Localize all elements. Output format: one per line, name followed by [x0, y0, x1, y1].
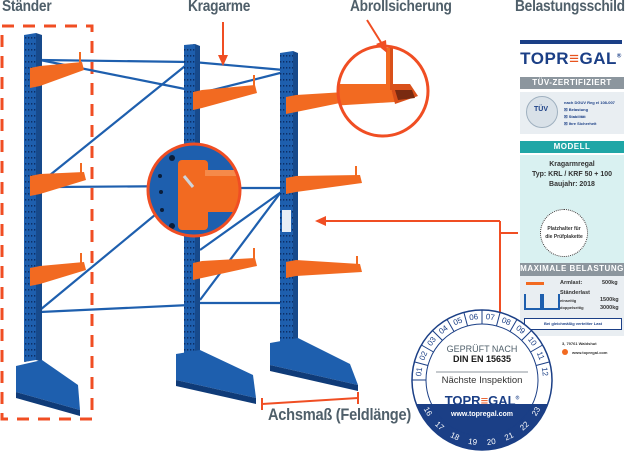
- label-staender: Ständer: [2, 0, 52, 15]
- tuv-line: ☒ Stabilität: [564, 114, 586, 119]
- disk-brand-logo: TOPR≡GAL®: [444, 393, 520, 408]
- disk-month-label: 02: [418, 349, 430, 361]
- tuv-line: nach DGUV Reg el 108-007: [564, 100, 615, 105]
- disk-month-label: 06: [469, 312, 480, 322]
- disk-month-label: 07: [485, 312, 496, 322]
- disk-year-label: 21: [503, 430, 515, 442]
- disk-month-label: 12: [540, 367, 550, 378]
- tuv-section: TÜV nach DGUV Reg el 108-007 ☒ Belastung…: [520, 92, 624, 134]
- disk-website: www.topregal.com: [451, 411, 513, 418]
- disk-tick: [496, 312, 501, 327]
- arm-load-icon: [526, 282, 544, 285]
- armlast-label: Armlast:: [560, 280, 583, 286]
- disk-tick: [530, 344, 543, 353]
- disk-tick: [521, 330, 532, 341]
- tuv-line: ☒ Belastung: [564, 107, 589, 112]
- mini-load-sign: [282, 210, 291, 232]
- disk-month-label: 11: [535, 350, 547, 362]
- disk-tick: [421, 344, 434, 353]
- einseitig-value: 1500kg: [600, 297, 619, 303]
- load-note: Bei gleichmäßig verteilter Last: [524, 318, 622, 330]
- modell-name: Kragarmregal: [549, 161, 595, 168]
- modell-section: Kragarmregal Typ: KRL / KRF 50 + 100 Bau…: [520, 155, 624, 265]
- rack-double-icon: [542, 294, 560, 310]
- sign-top-bar: [520, 40, 622, 44]
- disk-tick: [446, 319, 455, 332]
- armlast-value: 500kg: [602, 280, 618, 286]
- label-kragarme: Kragarme: [188, 0, 251, 15]
- load-header: MAXIMALE BELASTUNG: [520, 263, 624, 276]
- disk-geprueft: GEPRÜFT NACH: [446, 344, 518, 354]
- tuv-seal-icon: TÜV: [526, 96, 558, 128]
- disk-month-label: 08: [500, 316, 512, 328]
- tuv-header: TÜV-ZERTIFIZIERT: [520, 77, 624, 89]
- disk-tick: [414, 361, 429, 366]
- disk-naechste-inspektion: Nächste Inspektion: [441, 375, 523, 386]
- load-section: Armlast: 500kg Ständerlast einseitig 150…: [520, 276, 624, 336]
- modell-year: Baujahr: 2018: [549, 181, 595, 188]
- arms-upright-2: [193, 75, 257, 280]
- belastungsschild-sign: TOPR≡GAL® TÜV-ZERTIFIZIERT TÜV nach DGUV…: [518, 37, 628, 359]
- upright-3: [270, 51, 358, 391]
- disk-year-label: 18: [449, 430, 461, 442]
- abrollsicherung-detail-circle: [336, 44, 430, 138]
- staender-highlight-box: [0, 24, 94, 421]
- label-achsmass: Achsmaß (Feldlänge): [268, 405, 411, 424]
- label-abrollsicherung: Abrollsicherung: [350, 0, 452, 15]
- arms-upright-1: [30, 52, 86, 286]
- disk-tick: [463, 312, 468, 327]
- sign-website: www.topregal.com: [572, 350, 608, 355]
- tuv-line: ☒ Ihre Sicherheit: [564, 121, 597, 126]
- einseitig-label: einseitig: [560, 298, 577, 303]
- disk-month-label: 05: [452, 315, 464, 327]
- disk-tick: [509, 319, 518, 332]
- inspection-sticker-placeholder: Platzhalter für die Prüfplakette: [540, 209, 588, 257]
- sign-brand-logo: TOPR≡GAL®: [520, 49, 622, 68]
- modell-header: MODELL: [520, 141, 624, 153]
- disk-year-label: 19: [468, 437, 479, 447]
- label-belastungsschild: Belastungsschild: [515, 0, 625, 15]
- arms-upright-3: [286, 92, 362, 278]
- disk-month-label: 01: [414, 366, 424, 377]
- disk-tick: [535, 361, 550, 366]
- rack-single-icon: [524, 294, 542, 310]
- disk-year-label: 20: [486, 437, 497, 447]
- staenderlast-label: Ständerlast: [560, 290, 590, 296]
- web-icon: [562, 349, 568, 355]
- disk-tick: [432, 330, 443, 341]
- doppelseitig-label: doppelseitig: [560, 305, 584, 310]
- disk-din: DIN EN 15635: [452, 354, 512, 364]
- doppelseitig-value: 3000kg: [600, 305, 619, 311]
- modell-type: Typ: KRL / KRF 50 + 100: [531, 171, 613, 178]
- sign-address: 3, 79761 Waldshut: [562, 341, 597, 346]
